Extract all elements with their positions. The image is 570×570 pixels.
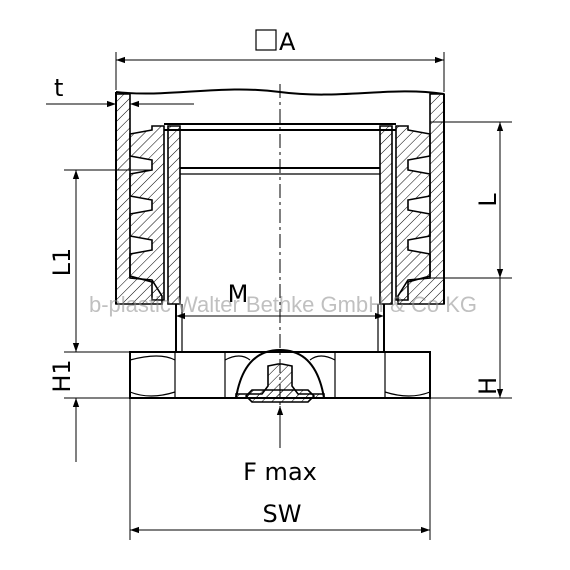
insert-lamellae-left [129,125,181,305]
label-l1: L1 [48,248,76,277]
hex-collar [129,348,431,403]
label-wall-t: t [54,74,63,102]
label-square-a: A [279,28,296,56]
insert-lamellae-right [379,125,431,305]
label-h1: H1 [48,359,76,392]
label-sw: SW [263,500,302,528]
label-h: H [474,377,502,395]
dimension-m: M [176,280,384,320]
dimension-h1: H1 [48,359,130,462]
dimension-l: L [430,121,512,279]
label-m: M [228,280,249,308]
dimension-sw: SW [129,398,431,540]
label-l: L [474,193,502,207]
force-arrow: F max [243,406,317,486]
label-f-max: F max [243,458,317,486]
dimension-h: H [430,278,512,399]
dimension-square-a: A [115,28,445,92]
dimension-l1: L1 [48,169,150,353]
dimension-wall-t: t [46,74,194,108]
watermark-text: b-plastic Walter Bethke GmbH & Co KG [89,292,477,317]
